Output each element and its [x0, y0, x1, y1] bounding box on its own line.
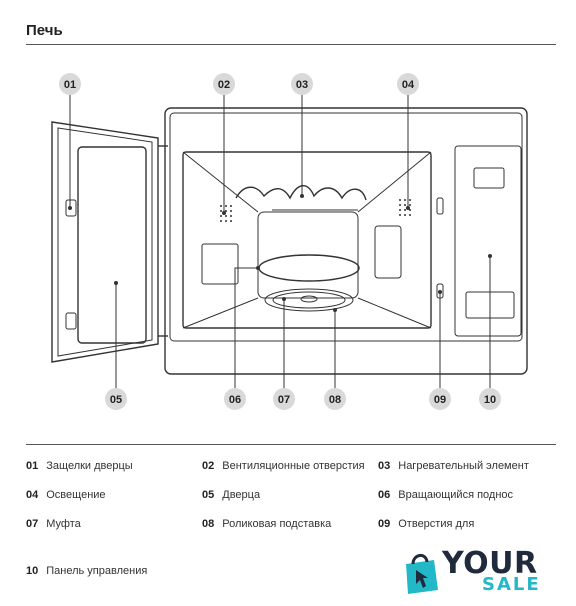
callout-badges: 01 02 03 04 05 06 07 08 09 10	[59, 73, 501, 410]
cavity-edge-tl	[182, 151, 259, 213]
oven-outline	[51, 107, 528, 375]
callout-08-label: 08	[329, 394, 341, 406]
cavity-back-wall	[257, 211, 359, 299]
leader-lines	[69, 95, 491, 388]
legend-rule	[26, 444, 556, 445]
legend-num: 08	[202, 518, 215, 530]
legend-label: Муфта	[46, 518, 81, 530]
callout-10: 10	[479, 388, 501, 410]
leader-dots	[68, 194, 492, 312]
legend-label: Отверстия для	[398, 518, 475, 530]
legend-item-02: 02 Вентиляционные отверстия	[202, 460, 365, 472]
oven-cavity	[182, 151, 432, 329]
callout-09: 09	[429, 388, 451, 410]
title-rule	[26, 44, 556, 45]
legend-label: Нагревательный элемент	[398, 460, 529, 472]
callout-10-label: 10	[484, 394, 496, 406]
legend-label: Вращающийся поднос	[398, 489, 514, 501]
legend-num: 03	[378, 460, 391, 472]
legend-label: Освещение	[46, 489, 106, 501]
callout-01: 01	[59, 73, 81, 95]
control-panel	[454, 145, 522, 337]
callout-04: 04	[397, 73, 419, 95]
safety-lock-top	[436, 197, 444, 215]
cavity-edge-tr	[357, 151, 432, 213]
legend-item-10: 10 Панель управления	[26, 565, 147, 577]
legend-item-03: 03 Нагревательный элемент	[378, 460, 529, 472]
legend-num: 05	[202, 489, 215, 501]
oven-door-inner	[57, 127, 153, 357]
left-wall-panel	[201, 243, 239, 285]
callout-02: 02	[213, 73, 235, 95]
vent-holes	[220, 199, 411, 222]
callout-06: 06	[224, 388, 246, 410]
cavity-edge-bl	[182, 297, 259, 329]
callout-04-label: 04	[402, 79, 415, 91]
legend-num: 07	[26, 518, 39, 530]
light-cover	[374, 225, 402, 279]
legend-label: Защелки дверцы	[46, 460, 133, 472]
legend-item-04: 04 Освещение	[26, 489, 106, 501]
legend-num: 02	[202, 460, 215, 472]
coupler	[300, 295, 318, 303]
callout-07-label: 07	[278, 394, 290, 406]
legend-num: 01	[26, 460, 39, 472]
callout-07: 07	[273, 388, 295, 410]
yoursale-logo: YOUR SALE	[398, 546, 548, 598]
legend-label: Роликовая подставка	[222, 518, 332, 530]
legend-label: Панель управления	[46, 565, 148, 577]
legend-num: 04	[26, 489, 39, 501]
callout-05-label: 05	[110, 394, 122, 406]
roller-ring-inner	[272, 291, 346, 309]
oven-diagram: 01 02 03 04 05 06 07 08 09 10	[51, 73, 528, 410]
oven-body-inner	[169, 112, 523, 342]
callout-08: 08	[324, 388, 346, 410]
callout-01-label: 01	[64, 79, 76, 91]
callout-02-label: 02	[218, 79, 230, 91]
legend-num: 10	[26, 565, 39, 577]
legend-item-05: 05 Дверца	[202, 489, 260, 501]
legend-label: Вентиляционные отверстия	[222, 460, 365, 472]
door-latch-top	[65, 199, 77, 217]
callout-06-label: 06	[229, 394, 241, 406]
legend-num: 09	[378, 518, 391, 530]
callout-03-label: 03	[296, 79, 308, 91]
heating-element-coil	[235, 185, 367, 201]
legend-item-06: 06 Вращающийся поднос	[378, 489, 513, 501]
legend-num: 06	[378, 489, 391, 501]
legend-item-01: 01 Защелки дверцы	[26, 460, 133, 472]
roller-ring	[264, 288, 354, 312]
callout-09-label: 09	[434, 394, 446, 406]
callout-03: 03	[291, 73, 313, 95]
shopping-bag-icon	[406, 554, 438, 594]
logo-word-sale: SALE	[482, 574, 541, 595]
legend-item-07: 07 Муфта	[26, 518, 81, 530]
legend-item-09: 09 Отверстия для	[378, 518, 474, 530]
legend-label: Дверца	[222, 489, 261, 501]
display-window	[473, 167, 505, 189]
callout-05: 05	[105, 388, 127, 410]
door-latch-bottom	[65, 312, 77, 330]
section-title: Печь	[26, 22, 63, 39]
legend-item-08: 08 Роликовая подставка	[202, 518, 331, 530]
logo-word-your: YOUR	[442, 546, 538, 581]
cavity-edge-br	[357, 297, 432, 329]
door-window	[77, 146, 147, 344]
oven-body	[164, 107, 528, 375]
turntable-tray	[258, 254, 360, 282]
oven-door	[51, 121, 159, 363]
